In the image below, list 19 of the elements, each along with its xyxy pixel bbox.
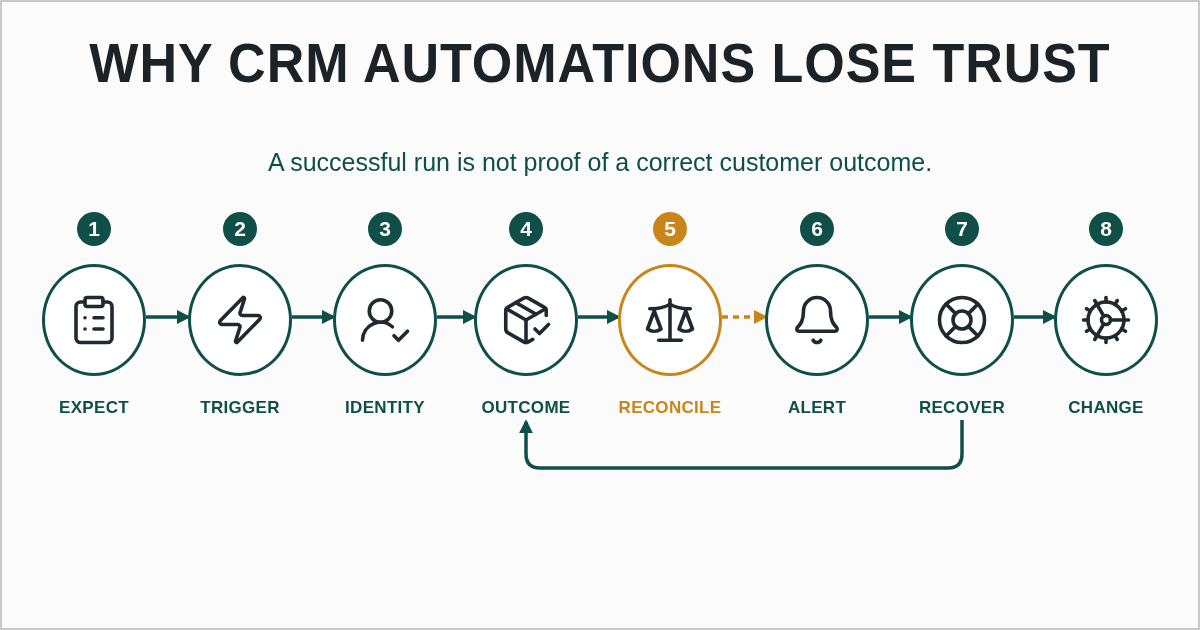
step-number: 6 — [800, 212, 834, 246]
step-number: 7 — [945, 212, 979, 246]
step-number: 3 — [368, 212, 402, 246]
step-number: 4 — [509, 212, 543, 246]
step-number: 2 — [223, 212, 257, 246]
step-label: TRIGGER — [200, 398, 280, 418]
title: WHY CRM AUTOMATIONS LOSE TRUST — [88, 30, 1112, 95]
step-label: RECONCILE — [618, 398, 722, 418]
step-number: 5 — [653, 212, 687, 246]
step-number: 8 — [1089, 212, 1123, 246]
step-label: IDENTITY — [345, 398, 425, 418]
step-label: OUTCOME — [481, 398, 571, 418]
step-label: EXPECT — [59, 398, 129, 418]
step-label: CHANGE — [1068, 398, 1144, 418]
step-number: 1 — [77, 212, 111, 246]
subtitle: A successful run is not proof of a correct customer outcome. — [266, 148, 934, 177]
arrow — [519, 419, 964, 470]
step-label: RECOVER — [918, 398, 1006, 418]
step-label: ALERT — [787, 398, 847, 418]
